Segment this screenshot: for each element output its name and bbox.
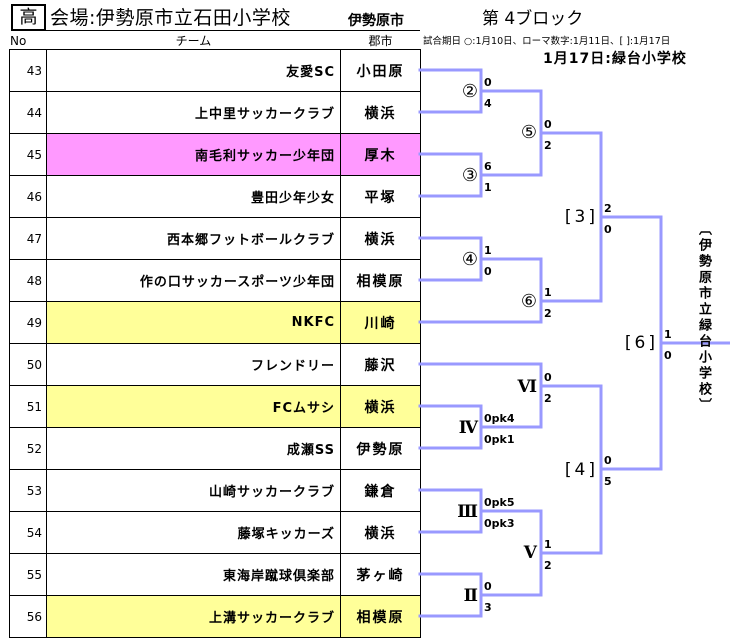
match-label: Ⅵ bbox=[517, 377, 537, 397]
team-no: 53 bbox=[10, 470, 47, 512]
score-bottom: 0 bbox=[604, 223, 612, 236]
score-top: 0 bbox=[544, 118, 552, 131]
team-no: 56 bbox=[10, 596, 47, 638]
score-bottom: 3 bbox=[484, 601, 492, 614]
score-top: 6 bbox=[484, 160, 492, 173]
team-name: 山崎サッカークラブ bbox=[47, 470, 341, 512]
team-no: 44 bbox=[10, 92, 47, 134]
team-name: 上溝サッカークラブ bbox=[47, 596, 341, 638]
bracket-connector-sf4 bbox=[599, 384, 663, 555]
team-table: 43 友愛SC 小田原 44 上中里サッカークラブ 横浜 45 南毛利サッカー少… bbox=[9, 49, 421, 638]
score-bottom: 0 bbox=[664, 349, 672, 362]
match-label: ④ bbox=[461, 249, 478, 270]
match-label: Ⅳ bbox=[458, 418, 478, 438]
score-bottom: 2 bbox=[544, 139, 552, 152]
bracket-connector-3 bbox=[418, 152, 543, 198]
team-no: 51 bbox=[10, 386, 47, 428]
score-bottom: 2 bbox=[544, 392, 552, 405]
block-title: 第 4ブロック bbox=[482, 9, 584, 29]
team-name: 豊田少年少女 bbox=[47, 176, 341, 218]
match-label: Ⅱ bbox=[463, 586, 478, 606]
score-top: 2 bbox=[604, 202, 612, 215]
team-no: 50 bbox=[10, 344, 47, 386]
score-top: 1 bbox=[544, 286, 552, 299]
score-bottom: 0 bbox=[484, 265, 492, 278]
score-top: 0pk5 bbox=[484, 496, 515, 509]
venue-title: 会場:伊勢原市立石田小学校 bbox=[50, 7, 291, 29]
match-label: Ⅲ bbox=[457, 502, 478, 522]
bracket-connector-IV bbox=[418, 404, 543, 450]
bracket-connector-6 bbox=[539, 257, 603, 324]
team-name: 南毛利サッカー少年団 bbox=[47, 134, 341, 176]
team-name: 東海岸蹴球倶楽部 bbox=[47, 554, 341, 596]
match-label: [6] bbox=[624, 333, 658, 353]
schedule-note: 試合期日 ○:1月10日、ローマ数字:1月11日、[ ]:1月17日 bbox=[423, 36, 671, 47]
team-name: 成瀬SS bbox=[47, 428, 341, 470]
team-name: 上中里サッカークラブ bbox=[47, 92, 341, 134]
match-label: Ⅴ bbox=[523, 543, 537, 563]
team-name: 作の口サッカースポーツ少年団 bbox=[47, 260, 341, 302]
bracket-connector-final6 bbox=[659, 215, 730, 471]
bracket-connector-VI bbox=[539, 362, 603, 429]
bracket-connector-V bbox=[539, 509, 603, 597]
bracket-connector-2 bbox=[418, 68, 543, 114]
match-label: [3] bbox=[564, 207, 598, 227]
team-name: NKFC bbox=[47, 302, 341, 344]
team-no: 49 bbox=[10, 302, 47, 344]
team-name: 友愛SC bbox=[47, 50, 341, 92]
team-no: 47 bbox=[10, 218, 47, 260]
match-label: [4] bbox=[564, 460, 598, 480]
score-bottom: 2 bbox=[544, 559, 552, 572]
team-no: 54 bbox=[10, 512, 47, 554]
score-top: 0 bbox=[544, 371, 552, 384]
score-top: 1 bbox=[484, 244, 492, 257]
match-label: ⑥ bbox=[520, 291, 537, 312]
team-no: 48 bbox=[10, 260, 47, 302]
score-top: 1 bbox=[544, 538, 552, 551]
final-venue-label: 1月17日:緑台小学校 bbox=[543, 51, 687, 67]
score-bottom: 5 bbox=[604, 475, 612, 488]
team-city: 相模原 bbox=[341, 596, 421, 638]
score-top: 0pk4 bbox=[484, 412, 515, 425]
score-bottom: 0pk3 bbox=[484, 517, 515, 530]
score-top: 0 bbox=[484, 580, 492, 593]
match-label: ② bbox=[461, 81, 478, 102]
team-no: 43 bbox=[10, 50, 47, 92]
team-no: 52 bbox=[10, 428, 47, 470]
column-header-no: No bbox=[10, 34, 27, 48]
team-name: FCムサシ bbox=[47, 386, 341, 428]
match-label: ⑤ bbox=[520, 122, 537, 143]
bracket-connector-sf3 bbox=[599, 131, 663, 303]
team-no: 45 bbox=[10, 134, 47, 176]
column-header-team: チーム bbox=[175, 34, 212, 48]
bracket-connector-5 bbox=[539, 89, 603, 177]
final-venue-vertical: 〔伊勢原市立緑台小学校〕 bbox=[696, 222, 711, 414]
column-header-city: 郡市 bbox=[368, 34, 393, 48]
score-top: 1 bbox=[664, 328, 672, 341]
team-city: 川崎 bbox=[341, 302, 421, 344]
team-no: 55 bbox=[10, 554, 47, 596]
score-bottom: 1 bbox=[484, 181, 492, 194]
score-bottom: 0pk1 bbox=[484, 433, 515, 446]
bracket-connector-II bbox=[418, 572, 543, 618]
team-no: 46 bbox=[10, 176, 47, 218]
match-label: ③ bbox=[461, 165, 478, 186]
score-bottom: 4 bbox=[484, 97, 492, 110]
title-underline bbox=[11, 30, 420, 31]
score-bottom: 2 bbox=[544, 307, 552, 320]
team-name: 藤塚キッカーズ bbox=[47, 512, 341, 554]
venue-city: 伊勢原市 bbox=[348, 13, 404, 29]
score-top: 0 bbox=[604, 454, 612, 467]
team-name: フレンドリー bbox=[47, 344, 341, 386]
bracket-connector-4 bbox=[418, 236, 543, 282]
team-name: 西本郷フットボールクラブ bbox=[47, 218, 341, 260]
bracket-connector-III bbox=[418, 488, 543, 534]
score-top: 0 bbox=[484, 76, 492, 89]
